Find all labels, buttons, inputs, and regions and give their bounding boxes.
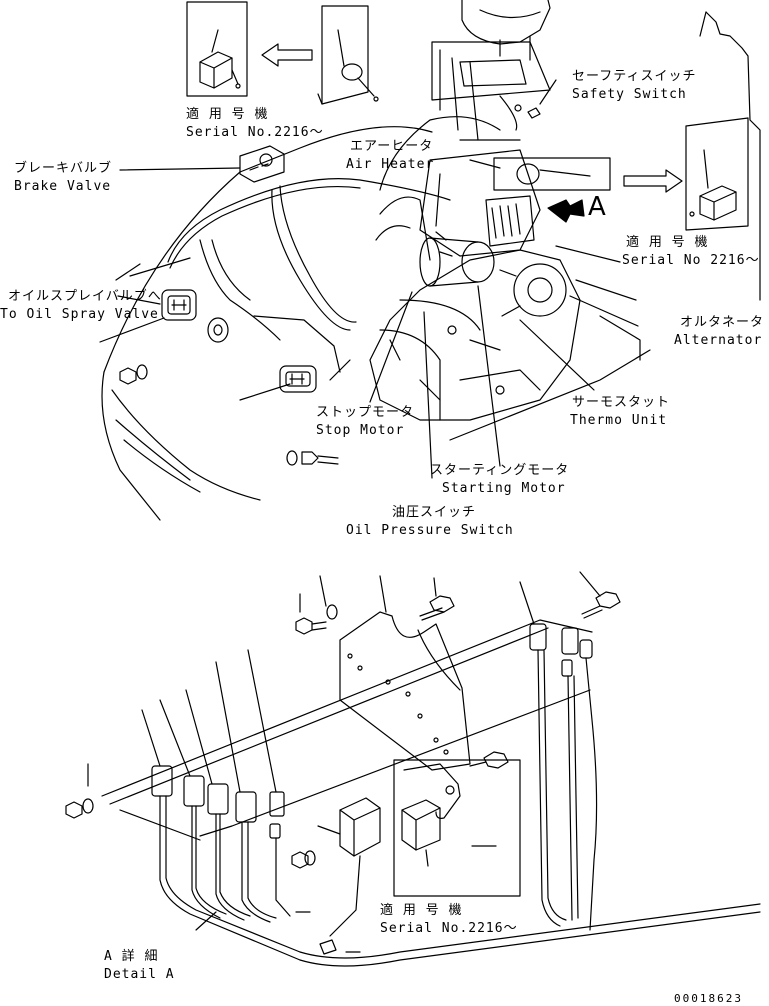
- part-code: 00018623: [674, 992, 743, 1005]
- serial-inset-relay-right: [685, 117, 749, 231]
- serial-label-bottom-jp: 適 用 号 機: [380, 903, 463, 918]
- view-a-arrow: [547, 199, 585, 223]
- safety-switch-label-en: Safety Switch: [572, 87, 687, 102]
- serial-label-bottom-en: Serial No.2216～: [380, 921, 518, 936]
- detail-label-jp: A 詳 細: [104, 949, 159, 964]
- arrow-right-icon: [623, 169, 683, 193]
- alternator-part: [499, 263, 567, 317]
- steering-column: [431, 0, 551, 141]
- relay-block: [485, 195, 535, 247]
- oil-spray-label-jp: オイルスプレイバルブへ: [8, 289, 162, 304]
- grommet: [207, 317, 229, 343]
- switch-box-inset: [493, 157, 611, 191]
- bolts-detail: [291, 591, 621, 869]
- brake-valve-part: [239, 145, 285, 183]
- main-harness: [167, 116, 521, 341]
- serial-inset-relay-top: [186, 1, 248, 97]
- controller-box: [339, 797, 381, 857]
- detail-label-en: Detail A: [104, 967, 175, 982]
- detail-wires: [159, 649, 761, 967]
- mounting-plate: [339, 611, 471, 771]
- thermo-label-jp: サーモスタット: [572, 395, 671, 410]
- air-heater-label-en: Air Heater: [346, 157, 435, 172]
- serial-inset-switch-top: [321, 5, 379, 105]
- brake-valve-label-en: Brake Valve: [14, 179, 112, 194]
- oil-pressure-label-en: Oil Pressure Switch: [346, 523, 514, 538]
- serial-label-top-jp: 適 用 号 機: [186, 107, 269, 122]
- stop-motor-connector: [279, 365, 317, 393]
- stop-motor-label-jp: ストップモータ: [316, 405, 415, 420]
- safety-switch-label-jp: セーフティスイッチ: [572, 69, 697, 84]
- alternator-label-en: Alternator: [674, 333, 763, 348]
- air-heater-label-jp: エアーヒータ: [350, 139, 434, 154]
- starting-motor-label-en: Starting Motor: [442, 481, 566, 496]
- arrow-left-icon: [261, 43, 313, 67]
- brake-valve-label-jp: ブレーキバルブ: [14, 161, 113, 176]
- serial-label-right-en: Serial No 2216～: [622, 253, 760, 268]
- right-panel-edge: [699, 11, 761, 301]
- oil-spray-connector: [161, 289, 197, 321]
- air-heater-part: [419, 231, 495, 287]
- thermo-label-en: Thermo Unit: [570, 413, 668, 428]
- stop-motor-label-en: Stop Motor: [316, 423, 405, 438]
- serial-label-right-jp: 適 用 号 機: [626, 235, 709, 250]
- starting-motor-label-jp: スターティングモータ: [430, 463, 570, 478]
- alternator-label-jp: オルタネータ: [680, 315, 765, 330]
- view-a-label: A: [588, 192, 606, 222]
- leader-lines-upper: [99, 79, 639, 479]
- serial-inset-bottom: [393, 759, 521, 897]
- serial-label-top-en: Serial No.2216～: [186, 125, 324, 140]
- chassis-frame: [101, 126, 651, 521]
- bolt-washer-mid: [286, 450, 339, 466]
- leader-lines-detail: [87, 571, 601, 953]
- relay-row: [151, 623, 593, 839]
- oil-spray-label-en: To Oil Spray Valve: [0, 307, 159, 322]
- nut-washer-upper: [119, 364, 148, 385]
- oil-pressure-label-jp: 油圧スイッチ: [392, 505, 477, 520]
- nut-washer-detail: [65, 798, 94, 819]
